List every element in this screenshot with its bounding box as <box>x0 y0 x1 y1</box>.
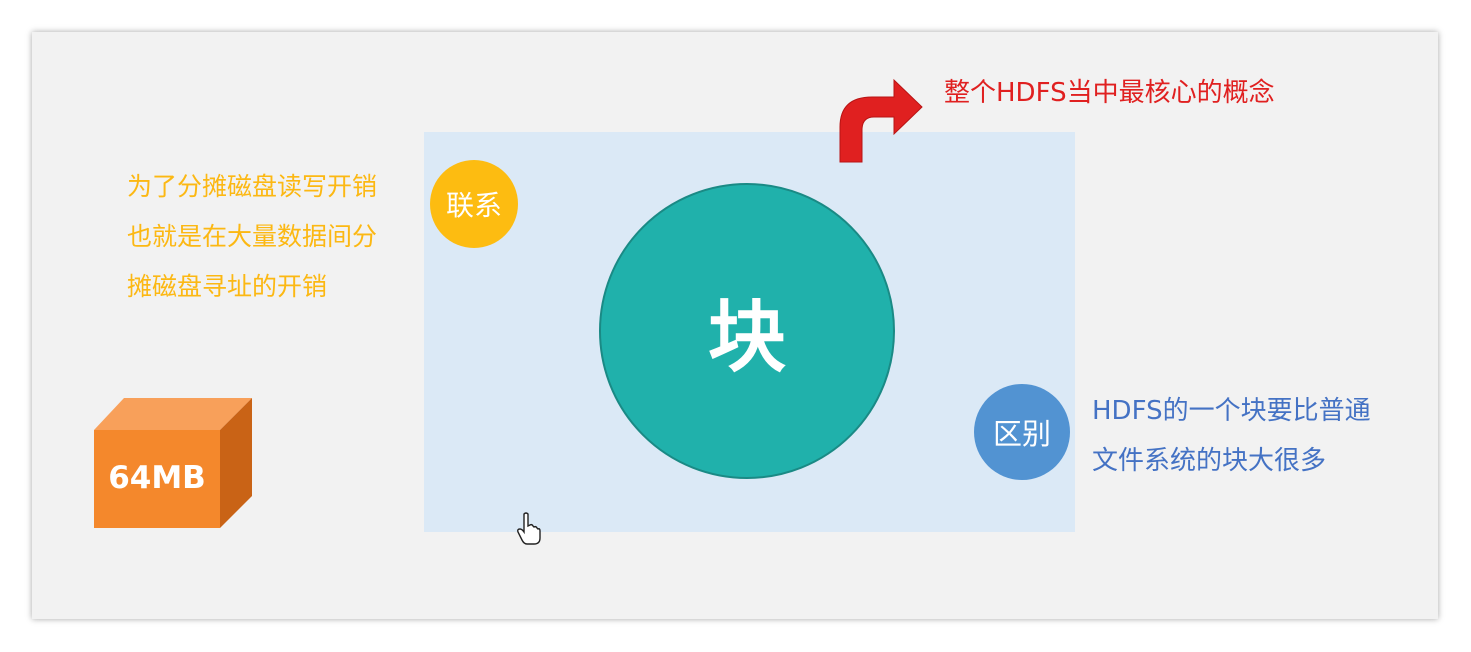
block-label: 块 <box>707 293 786 383</box>
block-circle: 块 <box>599 183 895 479</box>
cube-size-label: 64MB <box>108 460 206 496</box>
storage-cube-icon <box>94 398 252 528</box>
slide: 块 联系 区别 为了分摊磁盘读写开销 也就是在大量数据间分 摊磁盘寻址的开销 H… <box>32 32 1438 619</box>
difference-line-1: HDFS的一个块要比普通 <box>1092 396 1371 426</box>
curved-up-right-arrow-icon <box>839 78 923 163</box>
difference-description: HDFS的一个块要比普通 文件系统的块大很多 <box>1092 386 1371 486</box>
difference-badge: 区别 <box>974 384 1070 480</box>
hand-pointer-icon <box>517 512 541 545</box>
difference-line-2: 文件系统的块大很多 <box>1092 446 1327 476</box>
core-concept-caption: 整个HDFS当中最核心的概念 <box>944 78 1275 108</box>
connection-description: 为了分摊磁盘读写开销 也就是在大量数据间分 摊磁盘寻址的开销 <box>127 162 377 312</box>
connection-badge-label: 联系 <box>445 189 502 222</box>
difference-badge-label: 区别 <box>992 417 1051 451</box>
connection-line-2: 也就是在大量数据间分 <box>127 222 378 251</box>
connection-line-1: 为了分摊磁盘读写开销 <box>127 172 378 201</box>
connection-line-3: 摊磁盘寻址的开销 <box>127 272 328 301</box>
connection-badge: 联系 <box>430 160 518 248</box>
